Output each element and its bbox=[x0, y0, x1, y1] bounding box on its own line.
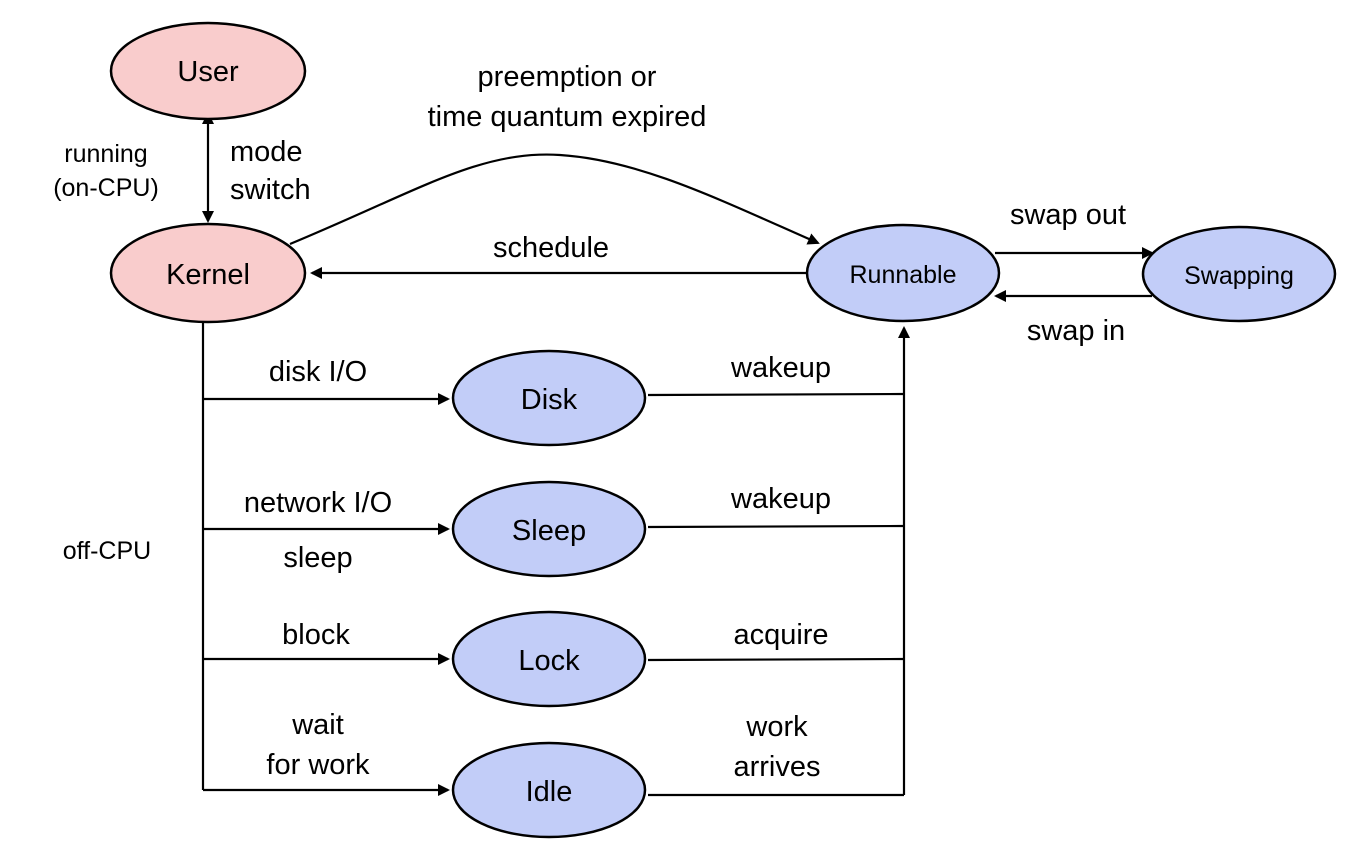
node-user-label: User bbox=[177, 56, 239, 88]
node-runnable: Runnable bbox=[805, 223, 1001, 323]
running-label-1: running bbox=[64, 140, 147, 168]
node-sleep: Sleep bbox=[451, 480, 647, 578]
work-arrives-label-1: work bbox=[745, 711, 808, 743]
node-disk: Disk bbox=[451, 349, 647, 447]
disk-io-label: disk I/O bbox=[269, 356, 367, 388]
preemption-label-1: preemption or bbox=[478, 61, 657, 93]
node-kernel-label: Kernel bbox=[166, 259, 250, 291]
swap-in-label: swap in bbox=[1027, 315, 1125, 347]
node-kernel: Kernel bbox=[109, 222, 307, 324]
node-disk-label: Disk bbox=[521, 384, 578, 416]
node-swapping: Swapping bbox=[1141, 225, 1337, 323]
work-arrives-label-2: arrives bbox=[733, 751, 820, 783]
edges bbox=[201, 112, 1154, 797]
swap-out-label: swap out bbox=[1010, 199, 1126, 231]
node-idle-label: Idle bbox=[526, 776, 573, 808]
node-user: User bbox=[109, 21, 307, 121]
node-runnable-label: Runnable bbox=[849, 261, 956, 289]
wakeup-disk-label: wakeup bbox=[730, 352, 831, 384]
acquire-label: acquire bbox=[733, 619, 828, 651]
node-idle: Idle bbox=[451, 741, 647, 839]
lock-acquire-line bbox=[647, 657, 905, 662]
node-lock-label: Lock bbox=[518, 645, 580, 677]
wakeup-sleep-label: wakeup bbox=[730, 483, 831, 515]
off-cpu-label: off-CPU bbox=[63, 537, 151, 565]
sleep-wakeup-line bbox=[647, 524, 905, 529]
preemption-arrow bbox=[289, 153, 820, 246]
preemption-label-2: time quantum expired bbox=[428, 101, 707, 133]
wait-label-1: wait bbox=[291, 709, 344, 741]
network-io-label: network I/O bbox=[244, 487, 392, 519]
edge-labels: running (on-CPU) mode switch preemption … bbox=[53, 61, 1126, 783]
sleep-label: sleep bbox=[283, 542, 352, 574]
disk-wakeup-line bbox=[647, 392, 905, 397]
mode-switch-label-1: mode bbox=[230, 136, 303, 168]
node-lock: Lock bbox=[451, 610, 647, 708]
schedule-label: schedule bbox=[493, 232, 609, 264]
node-sleep-label: Sleep bbox=[512, 515, 586, 547]
running-label-2: (on-CPU) bbox=[53, 174, 159, 202]
mode-switch-label-2: switch bbox=[230, 174, 311, 206]
node-swapping-label: Swapping bbox=[1184, 262, 1294, 290]
wait-label-2: for work bbox=[266, 749, 370, 781]
block-label: block bbox=[282, 619, 350, 651]
